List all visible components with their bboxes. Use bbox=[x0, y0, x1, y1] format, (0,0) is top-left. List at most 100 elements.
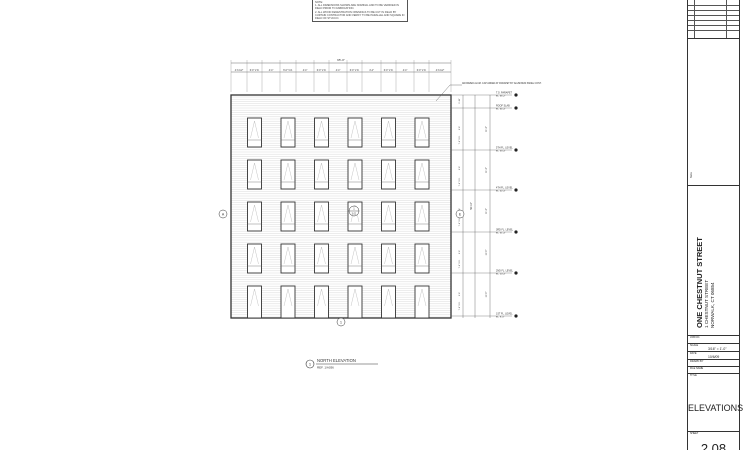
story-dimension: 11'-0" bbox=[486, 291, 488, 297]
table-line bbox=[688, 10, 739, 11]
sheet-number: 2.08 bbox=[700, 441, 727, 450]
level-name: 4TH FL. LEVEL bbox=[496, 187, 513, 190]
window bbox=[381, 285, 396, 319]
window-swing bbox=[350, 288, 360, 307]
field-value: 10/6/09 bbox=[708, 355, 720, 359]
opening-dimension: 7'-6" V.O. bbox=[459, 177, 461, 186]
field-label: FILE NAME bbox=[690, 367, 704, 370]
grid-bubble-icon bbox=[336, 317, 346, 327]
project-name: ONE CHESTNUT STREET bbox=[695, 237, 704, 328]
window-swing bbox=[317, 120, 326, 139]
level-marker-icon bbox=[514, 188, 518, 192]
window-swing bbox=[317, 288, 326, 307]
facade-siding-hatch bbox=[231, 96, 451, 318]
project-address-2: NORWALK, CT 06854 bbox=[709, 282, 715, 328]
level-elevation: EL. 20'-4" bbox=[496, 274, 506, 276]
window-swing bbox=[283, 204, 293, 223]
window-swing bbox=[250, 162, 259, 181]
level-marker-icon bbox=[514, 230, 518, 234]
top-dimension: 6'-0" V.O. bbox=[250, 70, 260, 72]
top-dimension: 6'-0" V.O. bbox=[350, 70, 360, 72]
window-swing bbox=[417, 120, 427, 139]
grid-bubble-icon bbox=[218, 209, 228, 219]
revision-table bbox=[688, 0, 739, 39]
top-dimension: 4'-4" bbox=[369, 70, 374, 72]
window-swing bbox=[350, 120, 360, 139]
window bbox=[280, 285, 296, 319]
level-marker-icon bbox=[514, 314, 518, 318]
story-dimension: 11'-0" bbox=[486, 208, 488, 214]
window bbox=[414, 201, 430, 232]
drawing-number-bubble-icon bbox=[305, 359, 315, 369]
window bbox=[347, 243, 363, 274]
field-label: DRAWN BY bbox=[690, 360, 704, 363]
field-job-no: JOB NO. bbox=[688, 335, 739, 343]
window bbox=[280, 243, 296, 274]
opening-dimension: 3'-6" bbox=[459, 126, 461, 130]
story-dimension: 11'-0" bbox=[486, 249, 488, 255]
grid-left: A bbox=[222, 213, 225, 217]
window bbox=[247, 243, 262, 274]
window bbox=[247, 201, 262, 232]
window bbox=[381, 243, 396, 274]
level-marker-icon bbox=[514, 93, 518, 97]
parapet-callout: ANODIZED ALUM. CAP ADDED AT PARAPET BY A… bbox=[462, 82, 542, 85]
top-dimension: 6'-0" V.O. bbox=[317, 70, 327, 72]
level-name: 5TH FL. LEVEL bbox=[496, 147, 513, 150]
level-elevation: EL. 31'-4" bbox=[496, 233, 506, 235]
drawing-reference: REF. 1/A036 bbox=[317, 366, 334, 370]
level-name: 3RD FL. LEVEL bbox=[496, 229, 514, 232]
top-dimension: 6'-0" V.O. bbox=[283, 70, 293, 72]
grid-right: E bbox=[459, 213, 462, 217]
table-line bbox=[688, 15, 739, 16]
project-info: ONE CHESTNUT STREET 1 CHESTNUT STREET NO… bbox=[688, 185, 739, 336]
top-dimension: 4'-4" bbox=[303, 70, 308, 72]
window-swing bbox=[250, 204, 259, 223]
window bbox=[314, 243, 329, 274]
notes-title: NOTE: bbox=[315, 1, 323, 4]
opening-dimension: 7'-6" V.O. bbox=[459, 259, 461, 268]
window-swing bbox=[283, 288, 293, 307]
level-name: T.O. PARAPET bbox=[496, 92, 513, 95]
callout-leader bbox=[435, 84, 451, 102]
seal-label: SEAL bbox=[690, 171, 693, 178]
grid-bottom: 1 bbox=[340, 321, 342, 325]
field-label: DATE bbox=[690, 352, 697, 355]
window-swing bbox=[317, 246, 326, 265]
window bbox=[280, 117, 296, 148]
overall-dimension: 95'-0" bbox=[337, 58, 345, 62]
table-line bbox=[688, 30, 739, 31]
note-item: 1. ALL DIMENSIONS SHOWN ARE NOMINAL AND … bbox=[315, 4, 399, 11]
sheet-label: SHEET bbox=[690, 432, 699, 435]
window-swing bbox=[417, 162, 427, 181]
level-elevation: EL. 64'-4" bbox=[496, 109, 506, 111]
window-swing bbox=[384, 204, 393, 223]
window-swing bbox=[350, 162, 360, 181]
window-swing bbox=[384, 120, 393, 139]
table-divider bbox=[694, 0, 695, 38]
field-drawn-by: DRAWN BY bbox=[688, 359, 739, 366]
window-swing bbox=[283, 120, 293, 139]
opening-dimension: 7'-6" V.O. bbox=[459, 135, 461, 144]
window bbox=[314, 201, 329, 232]
opening-dimension: 1'-10" bbox=[459, 98, 461, 104]
window bbox=[247, 159, 262, 190]
window bbox=[414, 159, 430, 190]
project-info-text: ONE CHESTNUT STREET 1 CHESTNUT STREET NO… bbox=[695, 237, 715, 328]
window-swing bbox=[250, 120, 259, 139]
window bbox=[381, 159, 396, 190]
window bbox=[247, 285, 262, 319]
top-dimension: 6'-0" V.O. bbox=[384, 70, 394, 72]
window bbox=[414, 117, 430, 148]
level-marker-icon bbox=[514, 106, 518, 110]
window-swing bbox=[283, 162, 293, 181]
top-dimension: 4'-6 1/2" bbox=[436, 70, 445, 72]
table-line bbox=[688, 20, 739, 21]
table-line bbox=[688, 5, 739, 6]
field-value: 3/16" = 1'-0" bbox=[708, 347, 727, 351]
field-file-name: FILE NAME bbox=[688, 366, 739, 373]
section-mark-sheet: 3.01 bbox=[352, 213, 357, 216]
top-dimension: 4'-6 1/2" bbox=[235, 70, 244, 72]
top-dimension: 4'-4" bbox=[336, 70, 341, 72]
